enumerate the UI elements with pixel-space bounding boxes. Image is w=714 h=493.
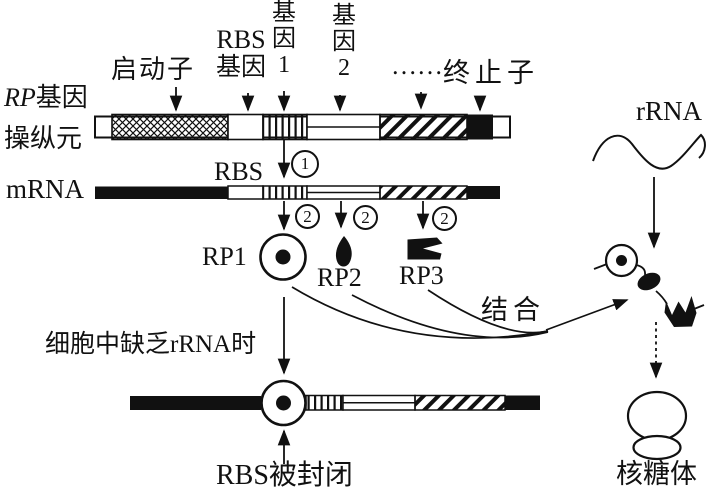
complex-strand-left [593, 263, 608, 270]
rrna-label: rRNA [636, 96, 702, 126]
rbs-blocked-label: RBS被封闭 [216, 460, 353, 491]
rrna-wave [592, 133, 706, 170]
mrna-rbs-label: RBS [214, 157, 264, 186]
rp1-protein-symbol [259, 233, 307, 281]
gene2-char2: 因 [332, 28, 356, 55]
rp2-protein-symbol [335, 236, 352, 267]
mrna-tail-segment [467, 186, 500, 199]
step1-badge: 1 [291, 150, 319, 178]
rbs-gene-segment [227, 113, 264, 141]
mrna-other-segment [379, 185, 468, 200]
bind-arrow [545, 299, 629, 331]
rp3-label: RP3 [399, 261, 444, 290]
step2-badge-rp2: 2 [353, 205, 378, 230]
bind-curve-rp1 [291, 286, 549, 339]
rbs-gene-label: RBS 基因 [212, 25, 270, 82]
operon-bar [94, 113, 511, 141]
gene1-label: 基 因 1 [271, 0, 297, 79]
ribosome-small-subunit [632, 434, 682, 461]
mrna-gene1-segment [262, 185, 308, 200]
mrna-bar [95, 185, 500, 200]
blocked-mrna-bar [130, 379, 540, 427]
operon-title-line2: 操纵元 [4, 124, 83, 153]
step2-badge-rp1: 2 [295, 204, 320, 229]
complex-strand-right [693, 304, 705, 310]
ribosome-label: 核糖体 [616, 459, 697, 489]
mrna-rbs-segment [227, 185, 264, 200]
gene1-char1: 基 [272, 0, 296, 26]
rbs-gene-label-line1: RBS [216, 25, 266, 54]
gene2-char1: 基 [332, 3, 356, 29]
blocked-mrna-gene1 [305, 394, 344, 411]
complex-rp2-symbol [637, 272, 661, 291]
bind-label: 结合 [481, 295, 545, 325]
blocked-mrna-other [414, 394, 506, 411]
gene1-char2: 因 [272, 25, 296, 52]
lack-rrna-label: 细胞中缺乏rRNA时 [45, 331, 257, 358]
complex-strand-mid [635, 264, 646, 276]
operon-title-gene: 基因 [35, 83, 88, 112]
gene2-num: 2 [338, 54, 350, 81]
bind-curve-rp2 [351, 294, 549, 339]
other-genes-segment [379, 113, 468, 141]
gene2-label: 基 因 2 [331, 3, 357, 82]
rp-rrna-complex [593, 243, 705, 327]
gene1-segment [262, 113, 308, 141]
blocked-mrna-leader [130, 396, 261, 410]
complex-rp3-symbol [664, 296, 697, 327]
bound-rp1-dot [276, 395, 291, 411]
rp3-protein-symbol [407, 237, 443, 260]
terminator-segment [467, 114, 493, 140]
operon-title-line1: RP基因 [4, 83, 88, 112]
complex-rp1-dot [616, 255, 627, 266]
rp1-label: RP1 [202, 242, 247, 271]
complex-strand-lower [655, 290, 668, 305]
step2-badge-rp3: 2 [432, 206, 457, 231]
ribosome-large-subunit [626, 390, 688, 442]
mrna-leader-segment [95, 186, 228, 199]
terminator-label: 终止子 [443, 58, 539, 88]
mrna-track-label: mRNA [6, 174, 85, 204]
rbs-gene-label-line2: 基因 [215, 54, 266, 82]
blocked-mrna-tail [505, 395, 540, 410]
promoter-label: 启动子 [111, 55, 196, 84]
rp2-label: RP2 [317, 263, 362, 292]
ellipsis-label: …… [391, 51, 443, 80]
bind-curve-rp3 [427, 289, 549, 334]
operon-title-rp: RP [4, 83, 36, 112]
gene1-num: 1 [278, 51, 290, 78]
ribosome-symbol [626, 390, 688, 461]
promoter-segment [111, 113, 229, 141]
